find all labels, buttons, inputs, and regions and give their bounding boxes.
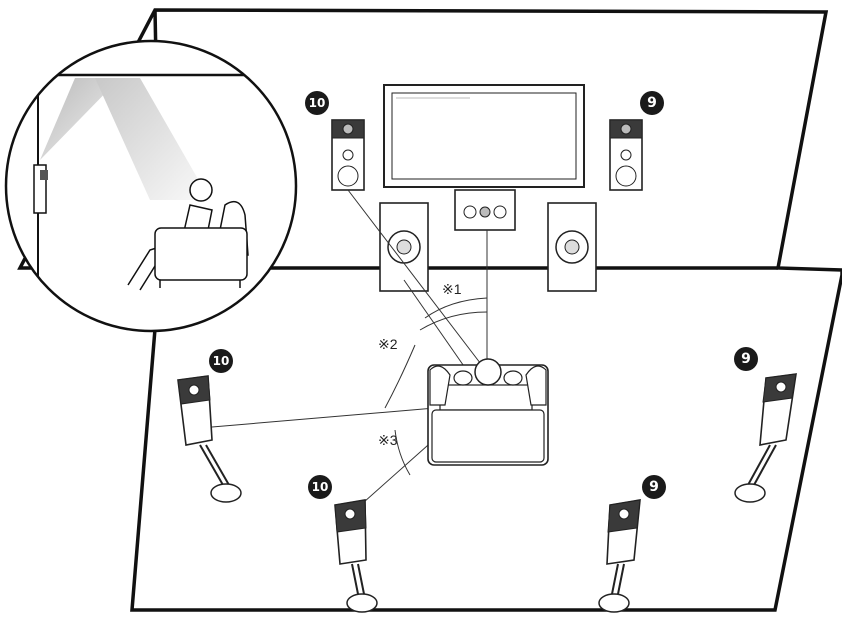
angle-note-2: ※2 xyxy=(378,336,398,352)
surround-right-speaker-icon xyxy=(734,373,797,503)
height-speaker-side-icon xyxy=(40,170,48,180)
badge-surround-back-right: 9 xyxy=(642,475,666,499)
reflection-beam-icon xyxy=(95,78,210,200)
badge-surround-right: 9 xyxy=(734,347,758,371)
surround-back-right-speaker-icon xyxy=(598,499,641,613)
badge-surround-left: 10 xyxy=(209,349,233,373)
angle-note-3: ※3 xyxy=(378,432,398,448)
front-right-speaker-icon xyxy=(547,202,597,292)
badge-surround-right-text: 9 xyxy=(741,351,751,367)
badge-surround-left-text: 10 xyxy=(213,354,230,368)
angle-note-1: ※1 xyxy=(442,281,462,297)
badge-surround-back-right-text: 9 xyxy=(649,479,659,495)
center-speaker-icon xyxy=(454,189,516,231)
badge-surround-back-left: 10 xyxy=(308,475,332,499)
front-left-speaker-icon xyxy=(379,202,429,292)
badge-front-high-right: 9 xyxy=(640,91,664,115)
surround-back-left-speaker-icon xyxy=(334,499,378,613)
surround-left-speaker-icon xyxy=(177,375,242,503)
side-view-detail xyxy=(4,39,298,333)
sofa-side-icon xyxy=(154,200,249,288)
badge-front-high-left-text: 10 xyxy=(309,96,326,110)
badge-surround-back-left-text: 10 xyxy=(312,480,329,494)
reflection-beam-icon xyxy=(40,78,120,160)
tv-icon xyxy=(383,84,585,188)
badge-front-high-left: 10 xyxy=(305,91,329,115)
sofa-icon xyxy=(427,364,549,466)
front-high-right-speaker-icon xyxy=(609,119,643,191)
listener-icon xyxy=(453,358,523,386)
badge-front-high-right-text: 9 xyxy=(647,95,657,111)
front-high-left-speaker-icon xyxy=(331,119,365,191)
